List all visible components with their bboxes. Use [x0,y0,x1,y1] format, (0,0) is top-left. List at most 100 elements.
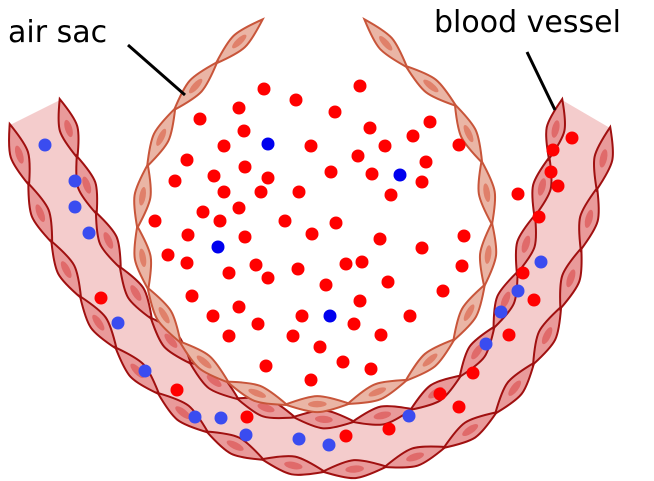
oxygen-molecule [217,139,231,153]
cell-nucleus [232,34,247,49]
oxygen-molecule [196,205,210,219]
oxygen-molecule [313,340,327,354]
oxygen-molecule [207,169,221,183]
cell-nucleus [599,149,608,168]
cell-nucleus [64,119,73,138]
oxygen-molecule [382,422,396,436]
cell-nucleus [471,344,483,360]
oxygen-molecule [213,214,227,228]
oxygen-molecule [363,121,377,135]
oxygen-molecule [511,187,525,201]
air-sac-wall-cell [145,105,177,170]
carbon-dioxide-molecule [534,255,548,269]
cell-nucleus [206,374,222,387]
oxygen-molecule [257,82,271,96]
oxygen-molecule [304,139,318,153]
oxygen-molecule [304,373,318,387]
oxygen-molecule [339,257,353,271]
oxygen-molecule [532,210,546,224]
carbon-dioxide-molecule [292,432,306,446]
cell-nucleus [226,440,244,451]
air-sac-wall-cell [282,395,353,414]
cell-nucleus [406,452,424,462]
oxygen-molecule [168,174,182,188]
carbon-dioxide-molecule [188,410,202,424]
cell-nucleus [156,128,167,146]
cell-nucleus [14,145,24,164]
cell-nucleus [35,204,46,222]
oxygen-molecule [238,160,252,174]
oxygen-molecule [355,255,369,269]
cell-nucleus [462,424,479,437]
oxygen-molecule [415,175,429,189]
oxygen-molecule [249,258,263,272]
cell-nucleus [257,403,275,413]
blood-vessel-leader-line [525,51,557,111]
oxygen-molecule [170,383,184,397]
carbon-dioxide-molecule [111,316,125,330]
oxygen-molecule [148,214,162,228]
oxygen-molecule [329,216,343,230]
oxygen-molecule [378,139,392,153]
carbon-dioxide-molecule [323,309,337,323]
carbon-dioxide-molecule [68,174,82,188]
cell-nucleus [484,245,492,264]
oxygen-molecule [364,362,378,376]
air-sac-wall-cell [453,101,484,166]
oxygen-molecule [254,185,268,199]
carbon-dioxide-molecule [239,428,253,442]
air-sac-wall-cell [344,378,410,406]
cell-nucleus [508,380,522,396]
carbon-dioxide-molecule [82,226,96,240]
oxygen-molecule [455,259,469,273]
oxygen-molecule [433,387,447,401]
carbon-dioxide-molecule [479,337,493,351]
air-sac-wall [133,16,498,414]
cell-nucleus [248,388,266,398]
oxygen-molecule [222,266,236,280]
oxygen-molecule [295,309,309,323]
cell-nucleus [500,291,511,309]
oxygen-molecule [180,153,194,167]
vessel-wall-cell [593,124,614,193]
blood-vessel-lumen [10,100,610,472]
oxygen-molecule [565,131,579,145]
oxygen-molecule [374,328,388,342]
oxygen-molecule [546,143,560,157]
oxygen-molecule [339,429,353,443]
oxygen-molecule [373,232,387,246]
air-sac-wall-cell [478,219,498,290]
oxygen-molecule [94,291,108,305]
oxygen-molecule [502,328,516,342]
oxygen-molecule [278,214,292,228]
oxygen-molecule [336,355,350,369]
carbon-dioxide-molecule [38,138,52,152]
air-sac-wall-cell [477,157,497,228]
carbon-dioxide-molecule [511,284,525,298]
cell-nucleus [139,248,147,268]
oxygen-molecule [353,294,367,308]
cell-nucleus [82,176,92,194]
blood-vessel-label: blood vessel [434,5,621,40]
oxygen-molecule [384,188,398,202]
cell-nucleus [175,406,191,420]
oxygen-molecule [232,300,246,314]
air-sac-wall-cell [403,64,459,108]
oxygen-molecule [353,79,367,93]
air-sac-wall-cell [213,17,265,66]
cell-nucleus [158,307,170,324]
oxygen-molecule [180,256,194,270]
oxygen-molecule [217,185,231,199]
oxygen-molecule [181,228,195,242]
oxygen-molecule [452,138,466,152]
oxygen-molecule [466,366,480,380]
cell-nucleus [164,333,178,348]
cell-nucleus [345,465,364,473]
oxygen-molecule [319,278,333,292]
oxygen-molecule [232,201,246,215]
carbon-dioxide-molecule [261,137,275,151]
cell-nucleus [483,183,491,202]
oxygen-molecule [289,93,303,107]
air-sac-wall-cell [362,16,410,70]
